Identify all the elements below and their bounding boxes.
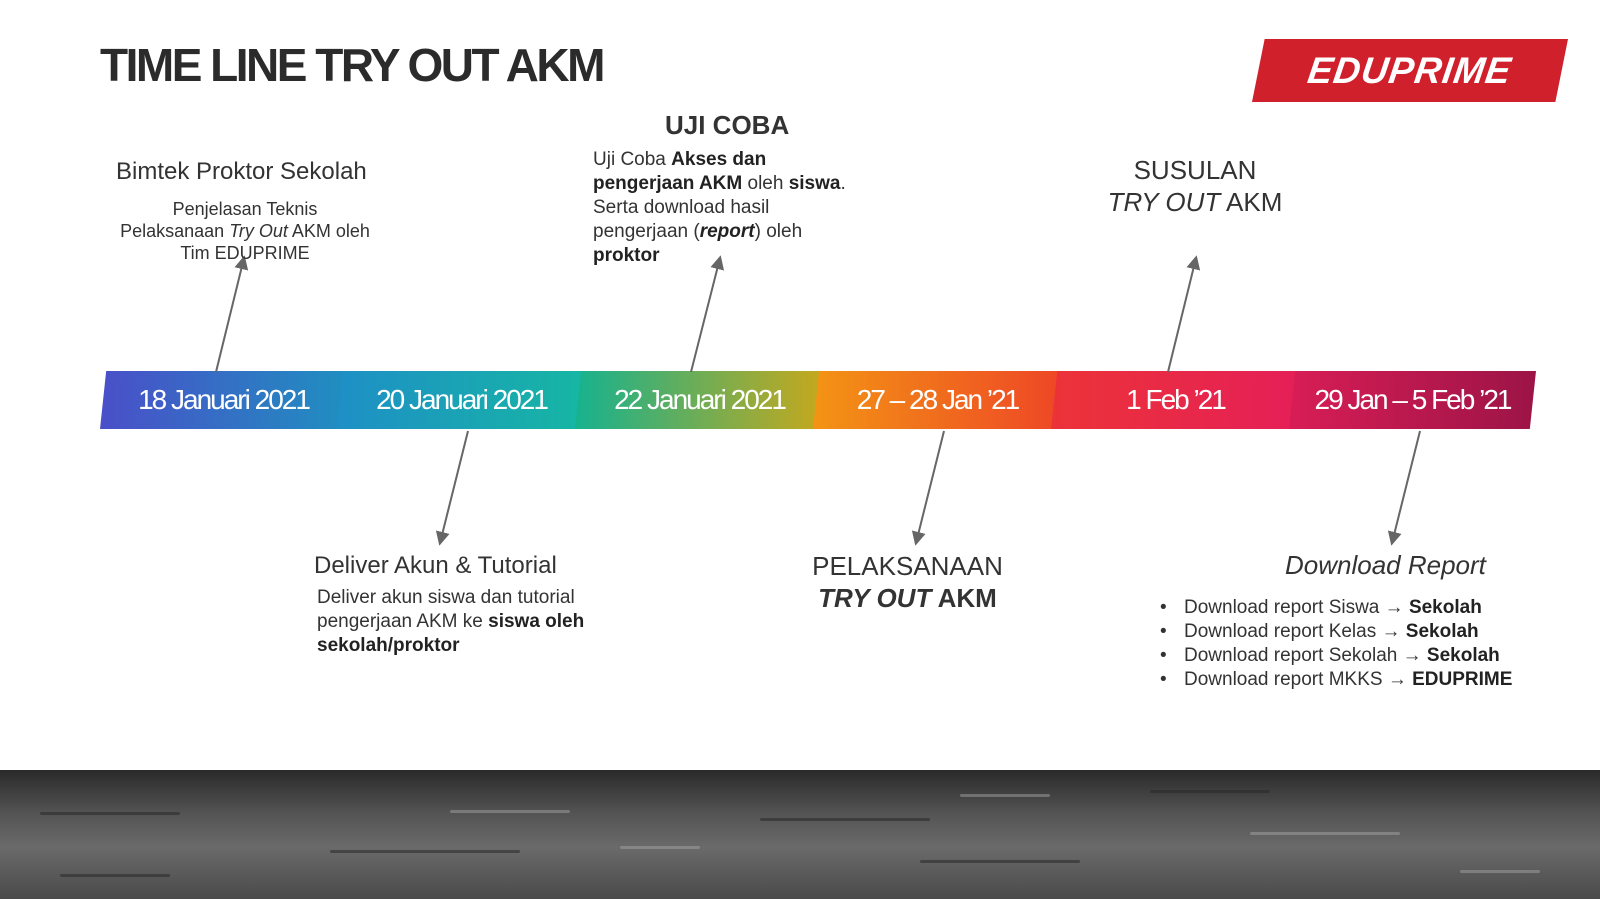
bimtek-line-1: Penjelasan Teknis [172, 199, 318, 219]
susulan-heading: SUSULAN TRY OUT AKM [1090, 154, 1300, 218]
bimtek-description: Penjelasan Teknis Pelaksanaan Try Out AK… [100, 198, 390, 264]
timeline-segment-5: 1 Feb ’21 [1051, 371, 1300, 429]
deliver-description: Deliver akun siswa dan tutorial pengerja… [317, 587, 585, 656]
page-title: TIME LINE TRY OUT AKM [100, 39, 605, 91]
bimtek-line-2: Pelaksanaan Try Out AKM oleh [120, 221, 370, 241]
timeline-segment-2: 20 Januari 2021 [337, 371, 586, 429]
pelaksanaan-heading: PELAKSANAAN TRY OUT AKM [800, 550, 1015, 614]
bimtek-line-3: Tim EDUPRIME [180, 243, 310, 263]
segment-date: 1 Feb ’21 [1126, 384, 1227, 415]
segment-date: 27 – 28 Jan ’21 [856, 384, 1020, 415]
list-item: Download report Sekolah → Sekolah [1160, 644, 1512, 668]
timeline-segment-6: 29 Jan – 5 Feb ’21 [1289, 371, 1536, 429]
uji-coba-heading: UJI COBA [665, 110, 790, 140]
pelaksanaan-line-1: PELAKSANAAN [812, 551, 1003, 581]
timeline-segment-1: 18 Januari 2021 [100, 371, 347, 429]
timeline-segment-4: 27 – 28 Jan ’21 [813, 371, 1062, 429]
arrow-deliver [435, 430, 469, 546]
segment-date: 22 Januari 2021 [614, 384, 787, 415]
susulan-line-1: SUSULAN [1133, 155, 1257, 185]
bimtek-heading: Bimtek Proktor Sekolah [116, 158, 367, 185]
arrow-pelaksanaan [911, 430, 945, 546]
decorative-floor-band [0, 770, 1600, 899]
list-item: Download report Kelas → Sekolah [1160, 620, 1512, 644]
arrow-bimtek [215, 255, 249, 373]
arrow-susulan [1167, 255, 1201, 373]
timeline-segment-3: 22 Januari 2021 [575, 371, 824, 429]
arrow-download [1387, 430, 1421, 546]
download-heading: Download Report [1285, 550, 1486, 580]
eduprime-logo: EDUPRIME [1252, 39, 1568, 102]
download-list: Download report Siswa → Sekolah Download… [1160, 596, 1512, 692]
arrow-uji-coba [690, 255, 725, 373]
pelaksanaan-line-2: TRY OUT AKM [818, 583, 997, 613]
segment-date: 29 Jan – 5 Feb ’21 [1314, 384, 1513, 415]
segment-date: 18 Januari 2021 [138, 384, 311, 415]
list-item: Download report Siswa → Sekolah [1160, 596, 1512, 620]
uji-coba-description: Uji Coba Akses dan pengerjaan AKM oleh s… [593, 149, 846, 266]
list-item: Download report MKKS → EDUPRIME [1160, 668, 1512, 692]
deliver-heading: Deliver Akun & Tutorial [314, 552, 557, 579]
segment-date: 20 Januari 2021 [376, 384, 549, 415]
susulan-line-2: TRY OUT AKM [1107, 187, 1283, 217]
